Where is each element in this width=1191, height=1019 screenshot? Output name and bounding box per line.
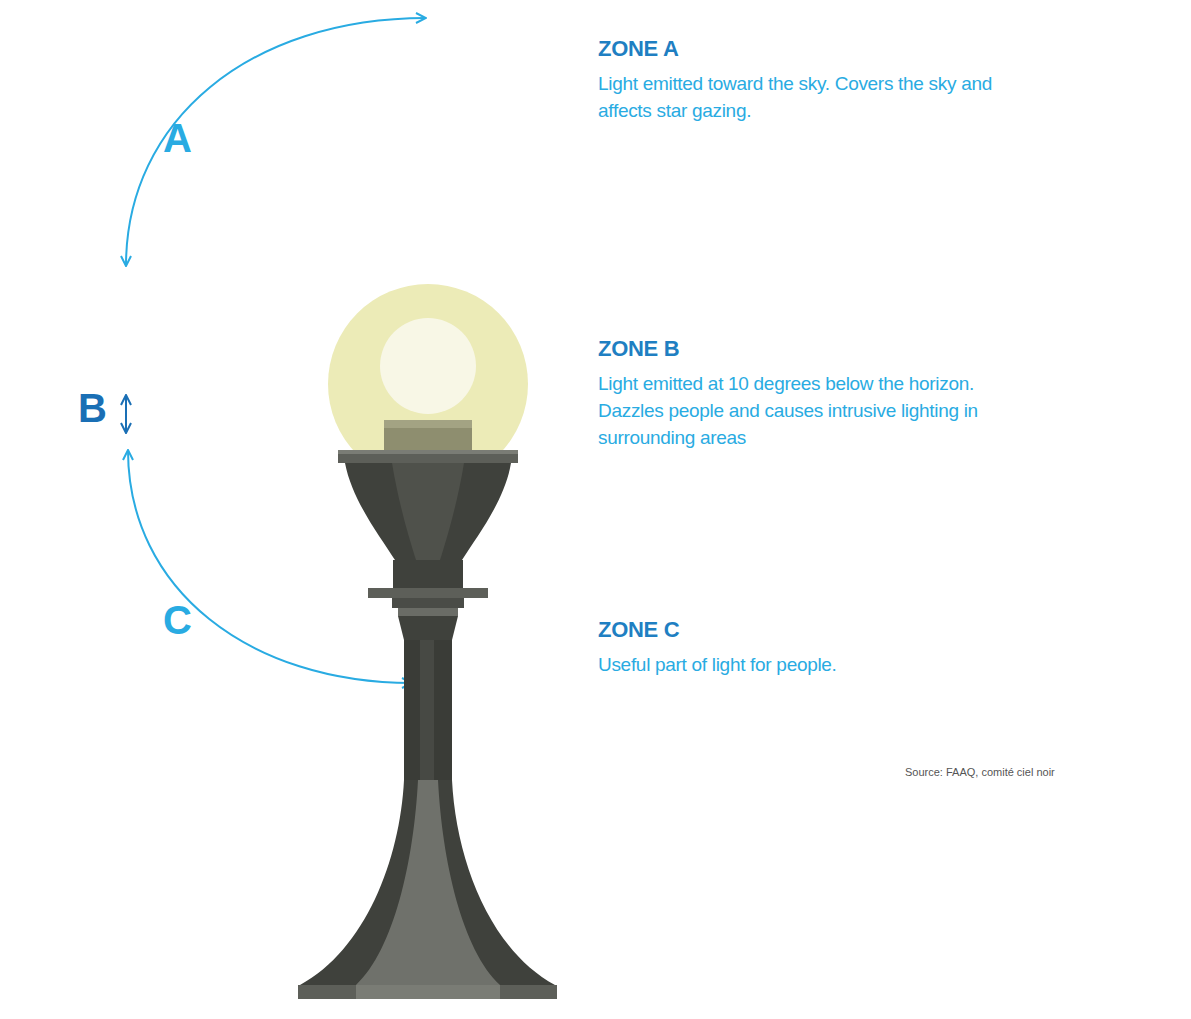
lamp-collar [384, 420, 472, 451]
zone-heading: ZONE C [598, 617, 1038, 643]
zone-heading: ZONE A [598, 36, 1038, 62]
lamp-column-highlight [420, 640, 434, 780]
lamp-plate [338, 450, 518, 463]
zone-description: Light emitted toward the sky. Covers the… [598, 70, 1038, 124]
zone-description: Light emitted at 10 degrees below the ho… [598, 370, 1038, 451]
lamp-foot-highlight [356, 985, 500, 999]
lamp-neck [393, 560, 463, 588]
zone-b-arrow [125, 395, 127, 433]
lamp-head [345, 463, 511, 560]
zone-letter: A [163, 116, 223, 160]
street-lamp [298, 284, 557, 999]
lamp-globe [328, 284, 528, 484]
lamp-head-shade [392, 463, 464, 560]
zone-letter: B [78, 386, 138, 430]
lamp-bulb [380, 318, 476, 414]
zone-heading: ZONE B [598, 336, 1038, 362]
zone-letter: C [163, 598, 223, 642]
lamp-collar-top [384, 420, 472, 428]
lamp-ring [368, 588, 488, 598]
source-note: Source: FAAQ, comité ciel noir [905, 765, 1165, 779]
lamp-ring-lower [392, 598, 464, 608]
zone-a-arc [126, 18, 426, 266]
lamp-base [300, 780, 555, 985]
zone-description: Useful part of light for people. [598, 651, 1038, 678]
lamp-ring-band [398, 608, 458, 616]
lamp-column [404, 640, 452, 780]
lamp-ring-taper [398, 616, 458, 640]
lamp-foot [298, 985, 557, 999]
lamp-base-shade [356, 780, 500, 985]
lamp-plate-edge [338, 450, 518, 454]
